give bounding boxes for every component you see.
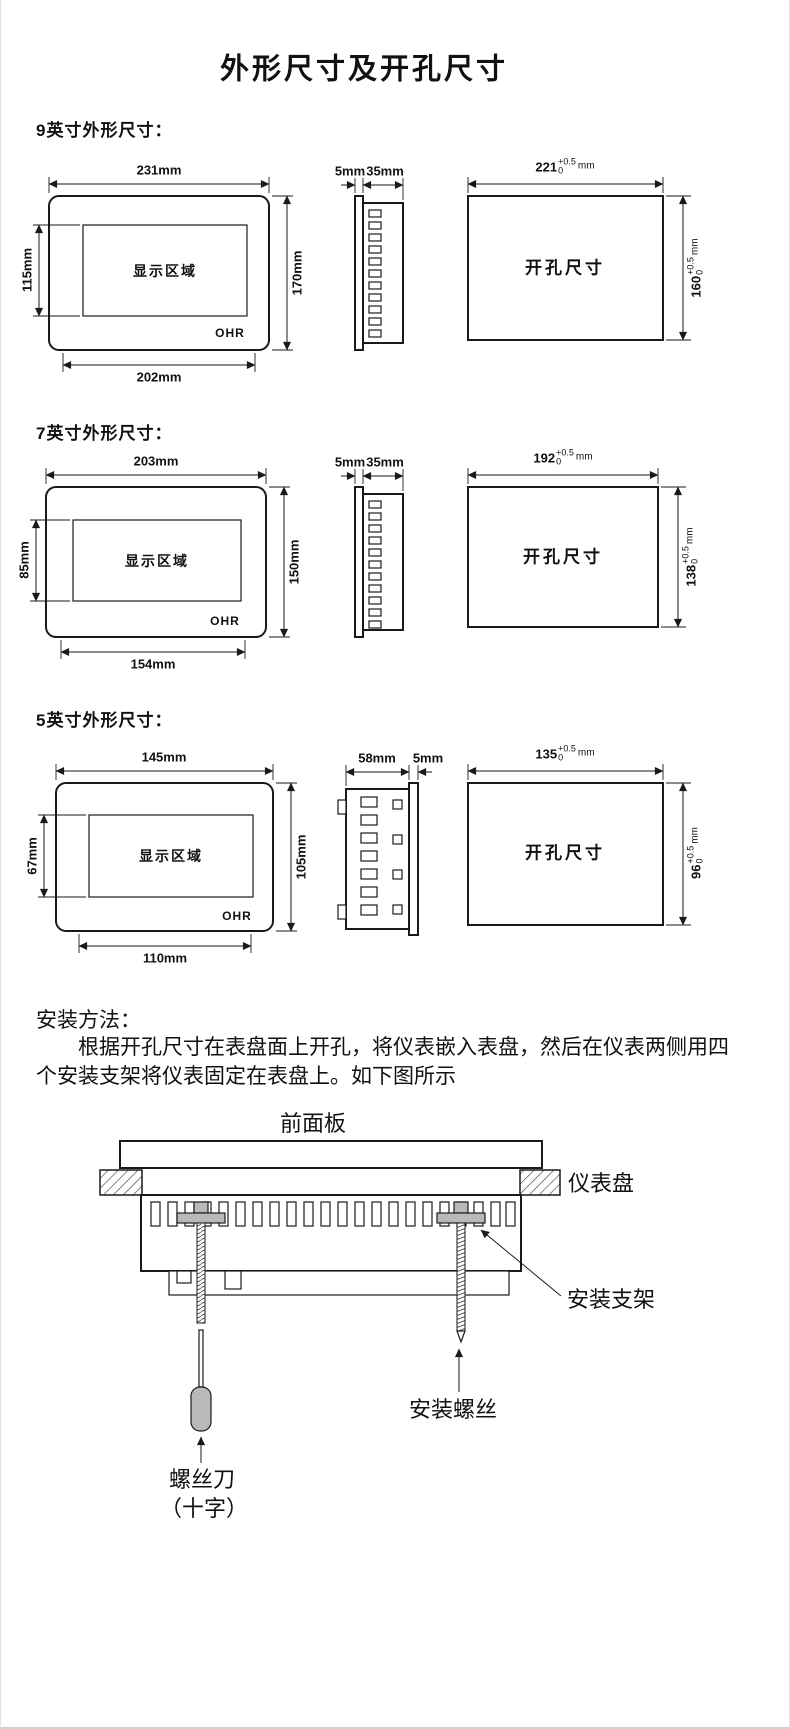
display-area-label-7in: 显示区域 [125, 553, 189, 569]
display-area-9in [82, 224, 248, 317]
side-view-9in [341, 178, 404, 351]
label-screwdriver-line2: （十字） [159, 1496, 249, 1521]
ohr-logo-7in: OHR [210, 614, 240, 628]
section-heading-5in: 5英寸外形尺寸： [36, 711, 173, 730]
dim-rear-width-5in: 110mm [142, 950, 188, 966]
mounting-bracket-left [176, 1212, 226, 1224]
cutout-view-5in [467, 764, 691, 926]
display-area-label-9in: 显示区域 [133, 263, 197, 279]
section-heading-9in: 9英寸外形尺寸： [36, 121, 173, 140]
dim-side-a-5in: 58mm [358, 750, 396, 766]
dim-display-height-7in: 85mm [16, 541, 32, 579]
screwdriver-shaft [198, 1329, 204, 1388]
screwdriver-handle [190, 1386, 212, 1432]
cutout-label-7in: 开孔尺寸 [523, 547, 603, 567]
front-view-9in [33, 177, 293, 372]
display-area-5in [88, 814, 254, 898]
display-area-7in [72, 519, 242, 602]
mounting-screw-right [456, 1222, 466, 1332]
dim-front-height-7in: 150mm [286, 539, 302, 585]
ohr-logo-9in: OHR [215, 326, 245, 340]
dim-rear-width-7in: 154mm [130, 656, 176, 672]
dim-display-height-5in: 67mm [24, 837, 40, 875]
instrument-panel-left [99, 1169, 143, 1196]
cutout-rect-5in [467, 782, 664, 926]
front-view-5in [38, 764, 297, 953]
leader-bracket [480, 1229, 562, 1297]
install-heading: 安装方法： [36, 1008, 141, 1032]
display-area-label-5in: 显示区域 [139, 848, 203, 864]
section-heading-7in: 7英寸外形尺寸： [36, 424, 173, 443]
dim-side-b-9in: 35mm [366, 163, 404, 179]
front-panel-shape [119, 1140, 543, 1169]
cutout-view-7in [467, 468, 686, 628]
label-mounting-bracket: 安装支架 [566, 1287, 656, 1312]
ohr-logo-5in: OHR [222, 909, 252, 923]
dim-display-height-9in: 115mm [19, 247, 35, 293]
dim-side-b-7in: 35mm [366, 454, 404, 470]
page-title: 外形尺寸及开孔尺寸 [219, 53, 509, 86]
cutout-rect-7in [467, 486, 659, 628]
instrument-panel-right [519, 1169, 561, 1196]
dim-rear-width-9in: 202mm [136, 369, 182, 385]
dim-front-width-5in: 145mm [141, 749, 187, 765]
dim-side-a-9in: 5mm [334, 163, 366, 179]
install-body-line2: 个安装支架将仪表固定在表盘上。如下图所示 [36, 1064, 456, 1088]
side-view-5in [337, 765, 432, 936]
install-body-line1: 根据开孔尺寸在表盘面上开孔，将仪表嵌入表盘，然后在仪表两侧用四 [78, 1035, 729, 1059]
dim-front-height-9in: 170mm [289, 250, 305, 296]
label-front-panel: 前面板 [279, 1111, 347, 1136]
dim-side-a-7in: 5mm [334, 454, 366, 470]
cutout-label-5in: 开孔尺寸 [525, 843, 605, 863]
dim-front-width-7in: 203mm [133, 453, 179, 469]
cutout-view-9in [467, 177, 691, 341]
mounting-bracket-right [436, 1212, 486, 1224]
side-view-7in [341, 469, 404, 638]
installation-diagram [99, 1140, 562, 1463]
dim-front-width-9in: 231mm [136, 162, 182, 178]
mounting-screw-left [196, 1222, 206, 1324]
label-screwdriver-line1: 螺丝刀 [168, 1467, 236, 1492]
dim-side-b-5in: 5mm [412, 750, 444, 766]
label-instrument-panel: 仪表盘 [567, 1171, 635, 1196]
dim-front-height-5in: 105mm [293, 834, 309, 880]
cutout-rect-9in [467, 195, 664, 341]
cutout-label-9in: 开孔尺寸 [525, 258, 605, 278]
label-mounting-screw: 安装螺丝 [408, 1397, 498, 1422]
front-view-7in [30, 468, 290, 659]
